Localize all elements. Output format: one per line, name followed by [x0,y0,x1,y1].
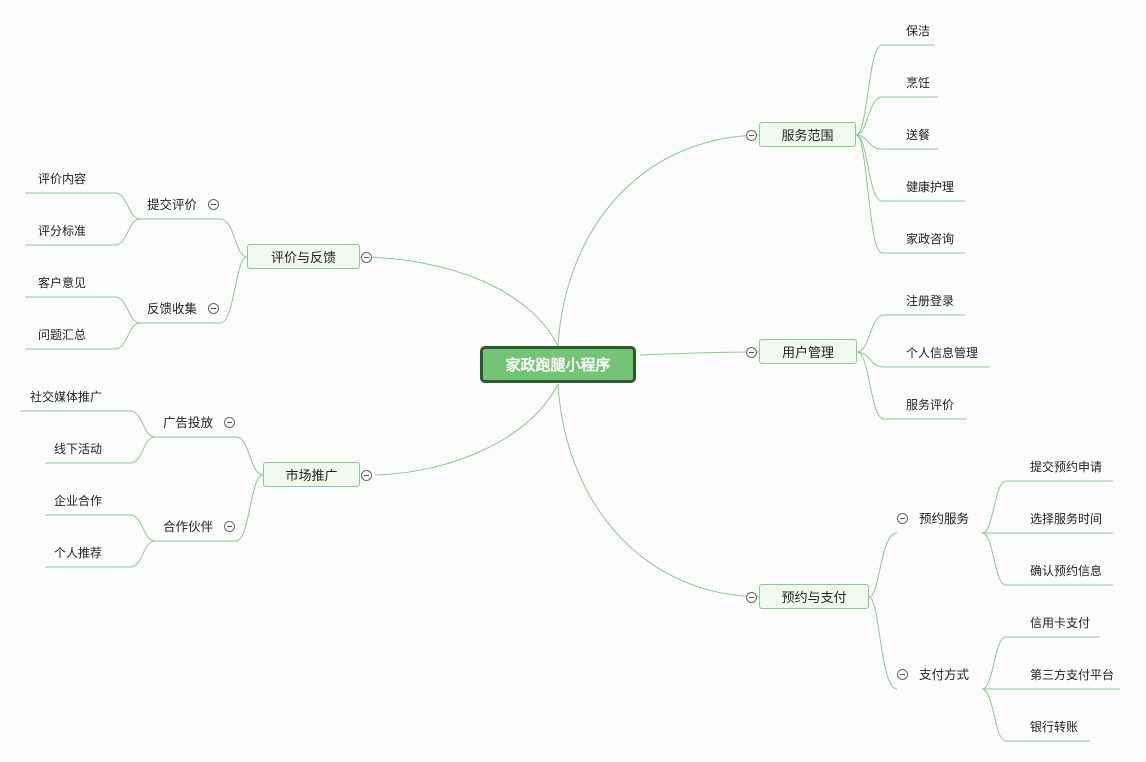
node-review-feedback[interactable]: 评价与反馈 [247,244,360,269]
collapse-service-scope-icon[interactable] [746,130,757,141]
node-marketing[interactable]: 市场推广 [263,462,360,487]
node-booking-payment[interactable]: 预约与支付 [759,584,869,609]
collapse-user-management-icon[interactable] [746,347,757,358]
collapse-submit-review-icon[interactable] [208,199,219,210]
leaf-cooking[interactable]: 烹饪 [906,76,931,90]
leaf-select-time[interactable]: 选择服务时间 [1030,512,1103,526]
leaf-cleaning[interactable]: 保洁 [906,24,931,38]
leaf-customer-opinion[interactable]: 客户意见 [38,276,87,290]
leaf-credit-card[interactable]: 信用卡支付 [1030,616,1091,630]
group-partners[interactable]: 合作伙伴 [163,519,214,534]
node-user-management[interactable]: 用户管理 [759,339,857,364]
leaf-profile-management[interactable]: 个人信息管理 [906,346,979,360]
collapse-advertising-icon[interactable] [224,417,235,428]
group-advertising[interactable]: 广告投放 [163,415,214,430]
leaf-delivery[interactable]: 送餐 [906,128,931,142]
collapse-review-feedback-icon[interactable] [361,252,372,263]
group-payment-method[interactable]: 支付方式 [919,667,970,682]
leaf-service-review[interactable]: 服务评价 [906,398,955,412]
leaf-confirm-booking[interactable]: 确认预约信息 [1030,564,1103,578]
node-service-scope[interactable]: 服务范围 [759,122,856,147]
leaf-third-party-payment[interactable]: 第三方支付平台 [1030,668,1115,682]
leaf-social-media[interactable]: 社交媒体推广 [30,390,103,404]
collapse-booking-service-icon[interactable] [897,513,908,524]
connector-booking-payment [557,383,761,598]
leaf-bank-transfer[interactable]: 银行转账 [1030,720,1079,734]
root-node[interactable]: 家政跑腿小程序 [480,346,636,383]
leaf-review-content[interactable]: 评价内容 [38,172,87,186]
connector-service-scope [557,134,761,347]
leaf-enterprise-cooperation[interactable]: 企业合作 [54,494,103,508]
leaf-personal-referral[interactable]: 个人推荐 [54,546,103,560]
connector-review-feedback [359,256,559,347]
collapse-payment-method-icon[interactable] [897,669,908,680]
collapse-feedback-collection-icon[interactable] [208,303,219,314]
group-feedback-collection[interactable]: 反馈收集 [147,301,198,316]
leaf-issue-summary[interactable]: 问题汇总 [38,328,87,342]
leaf-consulting[interactable]: 家政咨询 [906,232,955,246]
leaf-submit-booking[interactable]: 提交预约申请 [1030,460,1103,474]
leaf-rating-standard[interactable]: 评分标准 [38,224,87,238]
connector-user-management [639,351,761,356]
connector-marketing [374,383,559,476]
collapse-partners-icon[interactable] [224,521,235,532]
leaf-health-care[interactable]: 健康护理 [906,180,955,194]
collapse-marketing-icon[interactable] [361,470,372,481]
group-booking-service[interactable]: 预约服务 [919,511,970,526]
group-submit-review[interactable]: 提交评价 [147,197,198,212]
leaf-offline-events[interactable]: 线下活动 [54,442,103,456]
leaf-register-login[interactable]: 注册登录 [906,294,955,308]
collapse-booking-payment-icon[interactable] [746,592,757,603]
